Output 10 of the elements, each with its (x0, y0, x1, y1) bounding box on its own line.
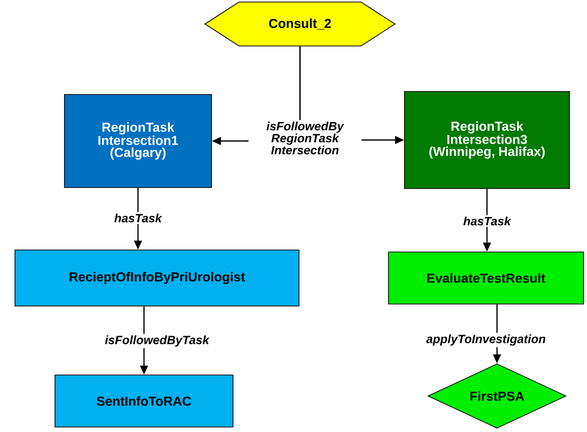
process-box: RegionTask Intersection1 (Calgary) (64, 94, 212, 188)
edge-label: applyToInvestigation (424, 332, 548, 348)
process-box: SentInfoToRAC (54, 374, 234, 428)
edge-label: hasTask (462, 215, 512, 227)
edge-label: isFollowedByTask (103, 334, 211, 348)
edge-label: hasTask (112, 212, 164, 224)
process-box: RecieptOfInfoByPriUrologist (14, 250, 300, 306)
process-box: RegionTask Intersection3 (Winnipeg, Halifax) (404, 91, 570, 189)
edge-label: isFollowedBy RegionTask Intersection (248, 120, 362, 156)
process-box: EvaluateTestResult (388, 252, 584, 304)
